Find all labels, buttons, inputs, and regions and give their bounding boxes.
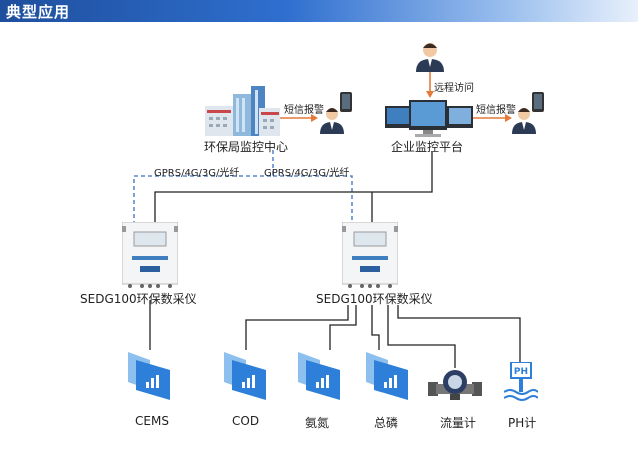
sensor-label-phosphorus: 总磷 [374,416,399,430]
svg-text:PH: PH [514,367,528,377]
building-icon [205,86,280,136]
link-flow [387,305,456,368]
cod-icon [224,352,266,400]
link-cod [245,305,349,350]
device-left-icon [122,222,178,288]
link-phosphorus [371,305,380,350]
solid-link-enterprise [154,152,433,222]
ph-meter-icon: PH [504,362,538,401]
cems-icon [128,352,170,400]
dashed-link-right [273,175,353,222]
monitor-screens-icon [385,100,473,137]
remote-access-label: 远程访问 [434,83,474,94]
device-left-label: SEDG100环保数采仪 [80,292,197,306]
phone-person-left-icon [320,92,352,134]
phosphorus-icon [366,352,408,400]
device-right-label: SEDG100环保数采仪 [316,292,433,306]
section-banner: 典型应用 [0,0,638,22]
link-ph [397,305,521,362]
remote-user-icon [416,43,444,72]
link-ammonia [329,305,357,350]
link-right-label: GPRS/4G/3G/光纤 [264,168,350,179]
sms-alarm-right-label: 短信报警 [476,105,516,116]
sensor-label-ammonia: 氨氮 [305,416,330,430]
phone-person-right-icon [512,92,544,134]
sensor-label-cod: COD [232,414,260,428]
ammonia-icon [298,352,340,400]
sensor-label-cems: CEMS [135,414,169,428]
sensor-label-flowmeter: 流量计 [440,416,477,430]
epa-center-label: 环保局监控中心 [204,140,289,154]
section-title: 典型应用 [6,3,71,21]
flowmeter-icon [428,370,482,400]
sms-alarm-left-label: 短信报警 [284,105,324,116]
sensor-label-ph: PH计 [508,416,537,430]
device-right-icon [342,222,398,288]
enterprise-platform-label: 企业监控平台 [391,140,464,154]
link-left-label: GPRS/4G/3G/光纤 [154,168,240,179]
